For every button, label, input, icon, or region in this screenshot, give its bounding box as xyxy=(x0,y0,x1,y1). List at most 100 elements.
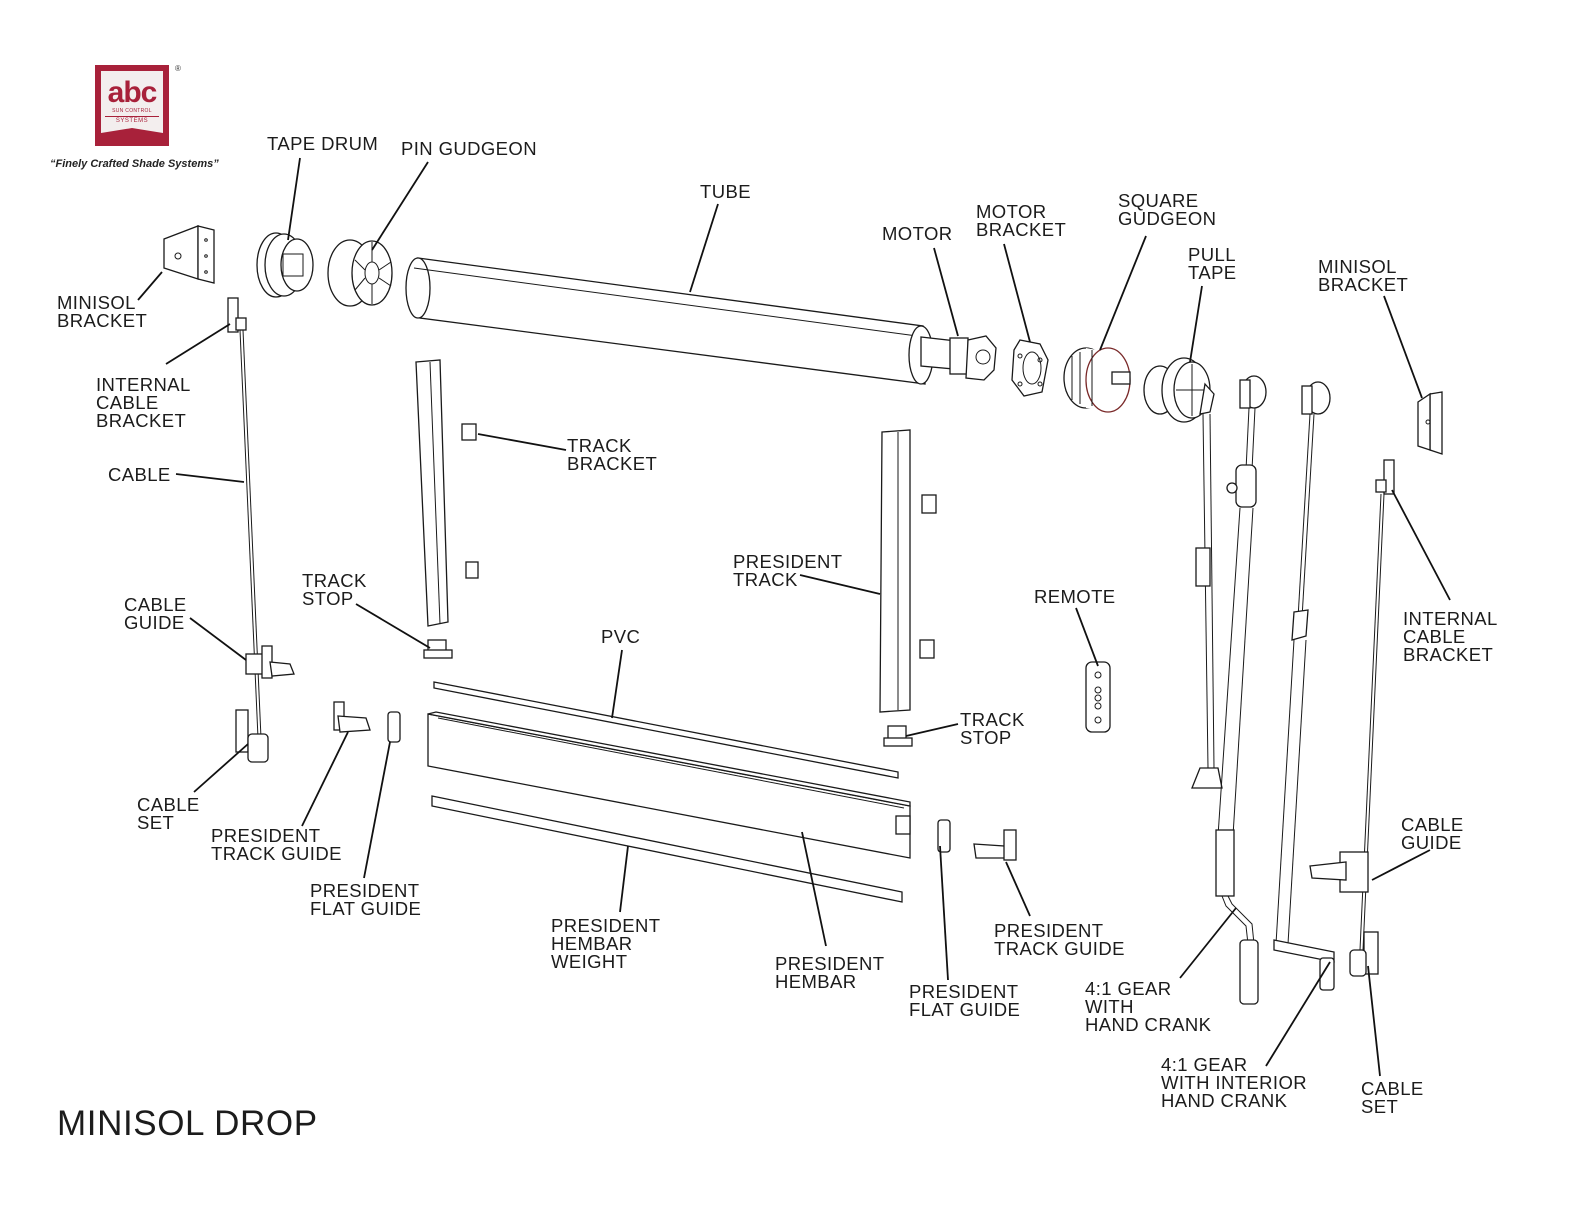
label-tape-drum: TAPE DRUM xyxy=(267,133,379,154)
label-line: INTERNAL xyxy=(96,374,191,395)
label-line: PRESIDENT xyxy=(994,920,1104,941)
label-motor: MOTOR xyxy=(882,223,953,244)
label-line: HAND CRANK xyxy=(1161,1090,1288,1111)
label-line: FLAT GUIDE xyxy=(909,999,1021,1020)
label-line: BRACKET xyxy=(1403,644,1494,665)
diagram-title: MINISOL DROP xyxy=(57,1104,318,1143)
label-line: PRESIDENT xyxy=(733,551,843,572)
label-line: PRESIDENT xyxy=(310,880,420,901)
label-line: MINISOL xyxy=(1318,256,1397,277)
label-line: PIN GUDGEON xyxy=(401,138,537,159)
label-line: CABLE xyxy=(96,392,159,413)
minisol-bracket-left-part xyxy=(163,225,215,284)
label-line: HAND CRANK xyxy=(1085,1014,1212,1035)
president-track-left-part xyxy=(415,359,479,659)
pull-tape-strip xyxy=(1191,413,1223,789)
label-line: FLAT GUIDE xyxy=(310,898,422,919)
registered-mark: ® xyxy=(175,64,181,73)
label-line: WITH INTERIOR xyxy=(1161,1072,1307,1093)
tube-part xyxy=(405,257,966,385)
label-line: TAPE xyxy=(1188,262,1237,283)
label-line: PRESIDENT xyxy=(909,981,1019,1002)
remote-part xyxy=(1085,661,1111,733)
label-line: CABLE xyxy=(108,464,171,485)
label-line: BRACKET xyxy=(976,219,1067,240)
label-line: TAPE DRUM xyxy=(267,133,379,154)
label-line: MOTOR xyxy=(882,223,953,244)
label-line: INTERNAL xyxy=(1403,608,1498,629)
gear-hand-crank-part xyxy=(1215,375,1267,1005)
logo-subtitle-1: SUN CONTROL xyxy=(112,108,152,114)
label-line: TRACK xyxy=(567,435,632,456)
label-line: SET xyxy=(1361,1096,1399,1117)
label-cable: CABLE xyxy=(108,464,171,485)
label-line: CABLE xyxy=(124,594,187,615)
president-hembar-weight-part xyxy=(431,795,903,903)
label-tube: TUBE xyxy=(700,181,751,202)
label-line: WITH xyxy=(1085,996,1134,1017)
label-line: GUDGEON xyxy=(1118,208,1217,229)
label-line: BRACKET xyxy=(1318,274,1409,295)
label-line: TRACK xyxy=(960,709,1025,730)
label-line: WEIGHT xyxy=(551,951,628,972)
pvc-part xyxy=(433,681,899,779)
president-hembar-part xyxy=(427,711,911,859)
minisol-bracket-right-part xyxy=(1417,391,1443,455)
label-line: PVC xyxy=(601,626,641,647)
label-line: HEMBAR xyxy=(775,971,857,992)
president-track-right-part xyxy=(879,429,937,747)
label-line: GUIDE xyxy=(1401,832,1462,853)
label-line: 4:1 GEAR xyxy=(1085,978,1172,999)
label-line: MINISOL xyxy=(57,292,136,313)
label-line: SQUARE xyxy=(1118,190,1199,211)
pull-tape-part xyxy=(1143,357,1215,423)
label-line: PRESIDENT xyxy=(551,915,661,936)
label-line: HEMBAR xyxy=(551,933,633,954)
label-line: CABLE xyxy=(137,794,200,815)
label-line: PRESIDENT xyxy=(211,825,321,846)
square-gudgeon-part xyxy=(1063,347,1131,413)
abc-logo: abc SUN CONTROL SYSTEMS xyxy=(95,65,169,146)
label-line: BRACKET xyxy=(57,310,148,331)
motor-bracket-part xyxy=(1011,339,1049,397)
cable-assembly-left xyxy=(227,297,295,763)
label-line: SET xyxy=(137,812,175,833)
label-line: REMOTE xyxy=(1034,586,1116,607)
cable-assembly-right xyxy=(1309,459,1395,977)
label-line: STOP xyxy=(302,588,354,609)
label-line: PRESIDENT xyxy=(775,953,885,974)
logo-text: abc xyxy=(107,76,158,109)
label-line: TUBE xyxy=(700,181,751,202)
gear-interior-hand-crank-part xyxy=(1273,381,1335,991)
label-line: TRACK GUIDE xyxy=(994,938,1125,959)
leader-lines xyxy=(137,157,1451,1077)
label-line: STOP xyxy=(960,727,1012,748)
label-line: BRACKET xyxy=(96,410,187,431)
pin-gudgeon-part xyxy=(327,239,393,307)
label-line: BRACKET xyxy=(567,453,658,474)
label-pvc: PVC xyxy=(601,626,641,647)
label-line: CABLE xyxy=(1401,814,1464,835)
tagline: “Finely Crafted Shade Systems” xyxy=(50,158,219,170)
